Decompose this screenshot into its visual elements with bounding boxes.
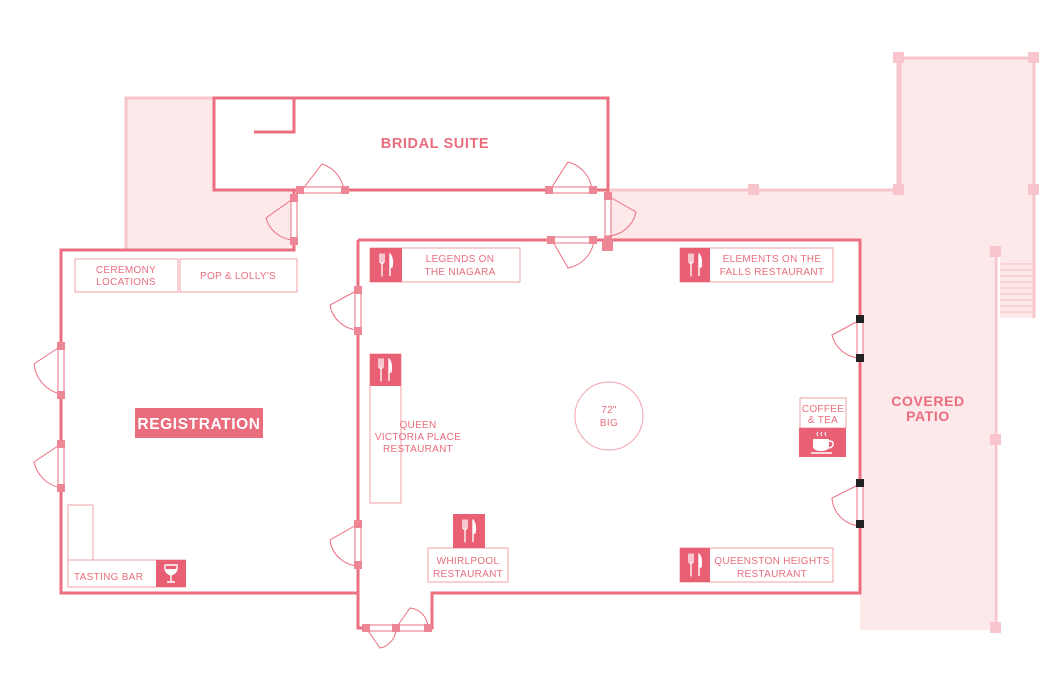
queen-victoria-label-3: RESTAURANT [383,444,453,455]
queenston-label-2: RESTAURANT [737,569,807,580]
whirlpool-label: WHIRLPOOL [437,556,500,567]
queen-victoria-label-2: VICTORIA PLACE [375,432,461,443]
round-table [574,381,644,451]
whirlpool-label-2: RESTAURANT [433,569,503,580]
legends-label: LEGENDS ON [426,254,495,265]
utensils-icon [680,548,710,582]
light-areas [124,52,1039,633]
coffee-tea-label: COFFEE [802,404,844,415]
legends-label-2: THE NIAGARA [424,267,495,278]
wine-glass-icon [156,560,186,587]
ceremony-label: CEREMONY [96,265,156,276]
covered-patio-label-2: PATIO [906,408,950,424]
queenston-label: QUEENSTON HEIGHTS [714,556,830,567]
utensils-icon [453,514,485,548]
coffee-cup-icon [799,428,846,457]
coffee-tea-label-2: & TEA [808,415,838,426]
registration-label: REGISTRATION [137,416,260,433]
utensils-icon [680,248,710,282]
ceremony-label-2: LOCATIONS [96,277,156,288]
covered-patio-label: COVERED [891,393,964,409]
elements-label-2: FALLS RESTAURANT [720,267,825,278]
utensils-icon [370,354,401,386]
elements-label: ELEMENTS ON THE [723,254,822,265]
tasting-bar-label: TASTING BAR [74,572,143,583]
bridal-suite-label: BRIDAL SUITE [381,136,489,152]
doors [33,161,864,649]
pop-lolly-label: POP & LOLLY'S [200,271,276,282]
registration-banner [135,408,263,438]
queen-victoria-label: QUEEN [399,420,436,431]
utensils-icon [370,248,402,282]
table-size-label-2: BIG [600,418,618,429]
table-size-label: 72" [601,405,617,416]
